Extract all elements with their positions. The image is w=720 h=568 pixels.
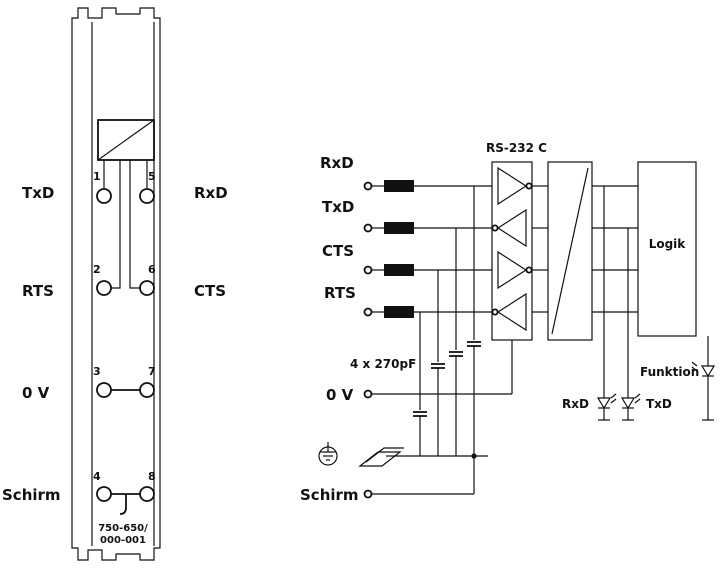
din-rail-icon (358, 447, 404, 467)
pin-4 (96, 486, 112, 502)
led-rxd-label: RxD (562, 397, 589, 411)
inductor-rts (384, 306, 414, 318)
isolator-box (547, 161, 593, 341)
label-schirm: Schirm (2, 486, 61, 504)
sig-txd: TxD (322, 198, 354, 216)
pin-number-8: 8 (148, 470, 156, 483)
pin-number-4: 4 (93, 470, 101, 483)
converter-symbol (97, 119, 155, 161)
pin-3 (96, 382, 112, 398)
label-txd: TxD (22, 184, 54, 202)
pin-number-6: 6 (148, 263, 156, 276)
logic-box (637, 161, 697, 337)
pin-2 (96, 280, 112, 296)
sig-cts: CTS (322, 242, 354, 260)
logic-label: Logik (649, 237, 687, 251)
inductor-txd (384, 222, 414, 234)
terminal-module: 1 5 2 6 3 7 4 8 750-650/ 000-001 (71, 7, 161, 561)
inductor-rxd (384, 180, 414, 192)
pin-number-3: 3 (93, 365, 101, 378)
led-rxd-icon (596, 393, 617, 421)
pin-1 (96, 188, 112, 204)
led-function-label: Funktion (640, 365, 699, 379)
interface-label: RS-232 C (486, 141, 547, 155)
label-cts: CTS (194, 282, 226, 300)
pin-5 (139, 188, 155, 204)
pin-7 (139, 382, 155, 398)
label-0v: 0 V (22, 384, 50, 402)
label-rxd: RxD (194, 184, 228, 202)
led-function-icon (691, 361, 716, 421)
ground-icon (318, 442, 338, 466)
sig-0v: 0 V (326, 386, 354, 404)
rs232-driver-box (491, 161, 533, 341)
sig-rxd: RxD (320, 154, 354, 172)
label-rts: RTS (22, 282, 54, 300)
schematic: RxD TxD CTS RTS 0 V Schirm (300, 141, 716, 504)
led-txd-icon (620, 393, 641, 421)
part-number-line2: 000-001 (100, 535, 146, 546)
pin-number-5: 5 (148, 170, 156, 183)
pin-number-1: 1 (93, 170, 101, 183)
sig-schirm: Schirm (300, 486, 359, 504)
led-txd-label: TxD (646, 397, 672, 411)
pin-6 (139, 280, 155, 296)
inductor-cts (384, 264, 414, 276)
pin-number-7: 7 (148, 365, 156, 378)
part-number-line1: 750-650/ (98, 523, 148, 534)
sig-rts: RTS (324, 284, 356, 302)
pin-8 (139, 486, 155, 502)
capacitor-label: 4 x 270pF (350, 357, 416, 371)
pin-number-2: 2 (93, 263, 101, 276)
